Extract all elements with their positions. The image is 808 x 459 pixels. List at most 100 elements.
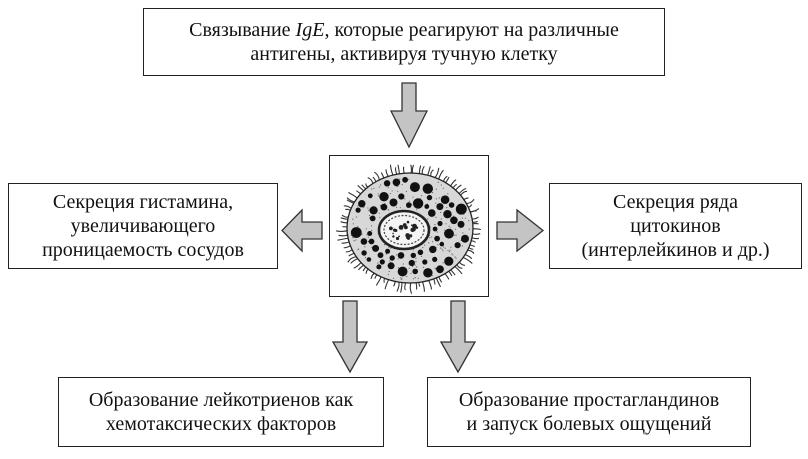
stipple-dot (352, 218, 354, 220)
stipple-dot (371, 188, 373, 190)
chromatin-speck (406, 220, 410, 224)
granule (429, 245, 437, 254)
granule (406, 202, 412, 208)
stipple-dot (391, 190, 393, 192)
chromatin-speck (402, 223, 407, 227)
stipple-dot (440, 211, 442, 213)
stipple-dot (455, 257, 457, 259)
granule (457, 220, 465, 228)
granule (367, 193, 373, 199)
nucleus-inner-ring (383, 214, 425, 246)
leukotriene-line1: Образование лейкотриенов как (88, 389, 354, 411)
granule (350, 227, 362, 238)
granule (448, 202, 455, 208)
cytokine-line2: цитокинов (630, 215, 721, 237)
stipple-dot (415, 257, 417, 260)
stipple-dot (420, 255, 423, 257)
histamine-line1: Секреция гистамина, (52, 191, 234, 213)
mast-cell-illustration (335, 164, 482, 294)
chromatin-speck (393, 228, 397, 232)
granules (350, 176, 469, 278)
stipple-dot (454, 228, 457, 230)
stipple-dot (442, 187, 444, 189)
stipple-dot (405, 190, 407, 193)
stipple-dot (406, 275, 408, 278)
stipple-dot (440, 218, 442, 220)
stipple-dot (436, 231, 438, 233)
stipple-dot (440, 184, 442, 186)
stipple-dot (357, 248, 359, 251)
granule (367, 231, 373, 236)
granule (432, 226, 438, 232)
stipple-dot (371, 229, 373, 231)
stipple-dot (435, 188, 437, 190)
stipple-dot (387, 187, 389, 189)
down-arrow-top (389, 82, 429, 149)
granule (455, 203, 467, 215)
stipple-dot (389, 192, 391, 195)
stipple-dot (444, 247, 446, 249)
granule (366, 257, 372, 262)
stipple-dot (435, 202, 437, 204)
leukotriene-line2: хемотаксических факторов (105, 413, 337, 435)
granule (361, 250, 367, 256)
granule (422, 183, 433, 194)
granule (454, 242, 461, 249)
granule (355, 207, 361, 213)
left-arrow (281, 208, 323, 253)
stipple-dot (379, 184, 382, 186)
stipple-dot (468, 228, 470, 230)
stipple-dot (428, 242, 430, 244)
igE-binding-line1: Связывание IgE, которые реагируют на раз… (189, 18, 619, 42)
stipple-dot (443, 246, 445, 248)
stipple-dot (361, 233, 363, 235)
stipple-dot (453, 234, 455, 236)
granule (380, 203, 388, 211)
granule (360, 238, 368, 245)
stipple-dot (397, 185, 399, 187)
granule (422, 259, 428, 265)
leukotriene-box: Образование лейкотриенов как хемотаксиче… (58, 377, 384, 447)
stipple-dot (416, 209, 418, 211)
stipple-dot (414, 264, 416, 266)
stipple-dot (447, 193, 449, 195)
granule (372, 244, 380, 252)
stipple-dot (401, 184, 403, 186)
stipple-dot (408, 178, 410, 180)
stipple-dot (461, 217, 463, 219)
cytokine-secretion-box: Секреция ряда цитокинов (интерлейкинов и… (549, 183, 802, 269)
igE-binding-line1-start: Связывание (189, 19, 296, 41)
stipple-dot (437, 181, 439, 183)
stipple-dot (448, 251, 450, 253)
granule (376, 264, 382, 270)
stipple-dot (400, 277, 402, 279)
granule (443, 210, 452, 219)
cytokine-line1: Секреция ряда (613, 191, 738, 213)
stipple-dot (414, 277, 416, 279)
granule (434, 235, 440, 242)
granule (450, 216, 458, 225)
stipple-dot (427, 218, 429, 220)
stipple-dot (417, 277, 419, 279)
granule (408, 259, 415, 267)
stipple-dot (432, 241, 434, 243)
stipple-dot (395, 206, 398, 208)
stipple-dot (440, 247, 442, 249)
granule (440, 195, 450, 204)
nucleus (377, 209, 431, 251)
stipple-dot (377, 193, 379, 195)
granule (358, 200, 366, 208)
granule (383, 180, 391, 187)
stipple-dot (461, 245, 463, 247)
stipple-dot (412, 196, 414, 198)
stipple-dot (412, 265, 414, 268)
stipple-dot (449, 249, 451, 251)
stipple-dot (399, 207, 401, 209)
stipple-dot (395, 254, 398, 256)
stipple-dot (357, 205, 359, 207)
stipple-dot (442, 250, 444, 252)
granule (385, 248, 391, 254)
down-arrow-bottom-right (439, 300, 477, 374)
granule (369, 206, 378, 215)
